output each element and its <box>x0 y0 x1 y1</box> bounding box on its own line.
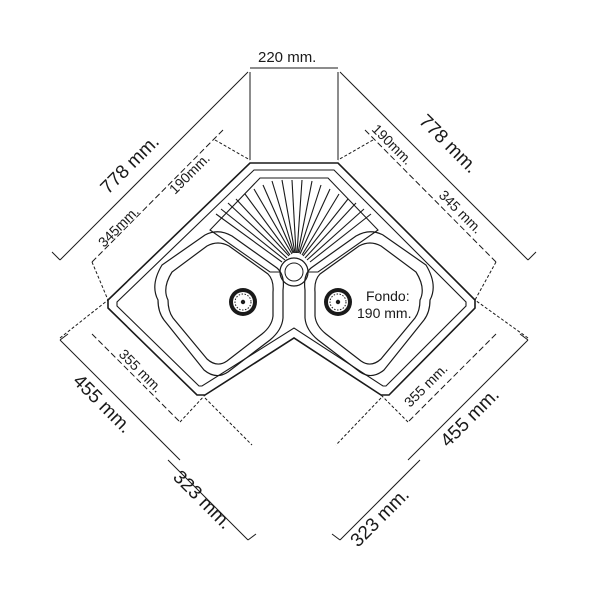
dimension-lines <box>51 67 537 541</box>
right-drain-icon <box>324 288 352 316</box>
dim-left-inner-190: 190mm. <box>166 150 213 197</box>
dim-left-bowl-355: 355 mm. <box>116 346 166 396</box>
drainer-area <box>209 177 379 273</box>
left-bowl <box>154 231 284 377</box>
bowl-depth-label-line2: 190 mm. <box>357 305 411 321</box>
bowl-depth-label-line1: Fondo: <box>366 288 410 304</box>
drainer-ribs <box>215 179 372 263</box>
dim-top-width: 220 mm. <box>258 49 316 66</box>
dim-right-overall: 778 mm. <box>414 111 481 178</box>
dim-left-depth-455: 455 mm. <box>68 371 135 438</box>
right-bowl <box>304 231 434 377</box>
dim-left-inner-345: 345mm. <box>95 203 142 250</box>
dim-right-inner-190: 190mm. <box>369 121 416 168</box>
dim-right-depth-455: 455 mm. <box>437 384 504 451</box>
tap-hole <box>279 257 309 287</box>
sink-outer-rim <box>107 162 476 396</box>
dim-right-bowl-355: 355 mm. <box>401 360 451 410</box>
dim-left-323: 323 mm. <box>168 467 235 534</box>
dim-right-inner-345: 345 mm. <box>436 187 486 237</box>
sink-inner-rim <box>116 169 467 387</box>
sink-body <box>107 162 476 396</box>
left-drain-icon <box>229 288 257 316</box>
dim-right-323: 323 mm. <box>347 484 414 551</box>
dim-left-overall: 778 mm. <box>97 131 164 198</box>
